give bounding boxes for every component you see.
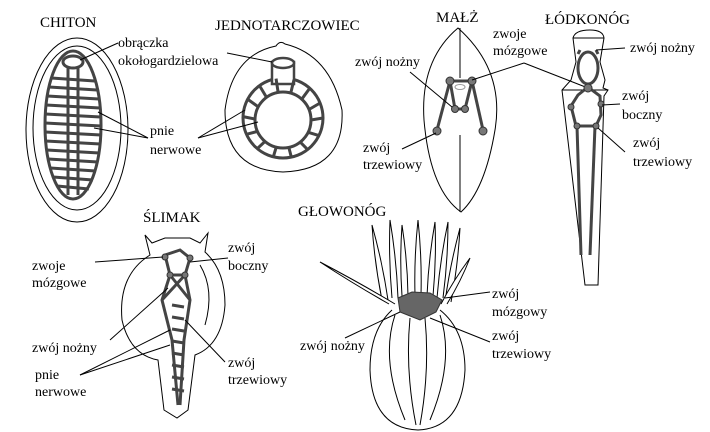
label-slimak-pedal: zwój nożny	[32, 341, 97, 356]
nerve-connective	[50, 166, 96, 173]
label-slimak-pleural: zwój	[228, 241, 255, 256]
nerve-connective	[47, 94, 99, 101]
tentacle	[414, 219, 422, 296]
label-glowonog-cerebral: mózgowy	[492, 305, 547, 320]
label-glowonog-visceral: zwój	[492, 329, 519, 344]
label-slimak-cerebral: zwoje	[32, 259, 65, 274]
nerve-connective	[44, 121, 102, 128]
nerve-connective	[307, 130, 320, 137]
label-glowonog-visceral: trzewiowy	[492, 347, 551, 362]
jednotarczowiec-figure	[197, 41, 343, 173]
slimak-figure	[79, 231, 229, 419]
label-lodkonog-pleural: zwój	[622, 89, 649, 104]
nerve-connective	[171, 363, 185, 369]
lodkonog-figure	[561, 29, 626, 286]
nerve-connective	[171, 375, 185, 381]
title-jednotarczowiec: JEDNOTARCZOWIEC	[215, 18, 360, 34]
nerve-connective	[45, 130, 101, 137]
label-chiton-trunks: pnie	[150, 124, 174, 139]
label-lodkonog-pleural: boczny	[622, 108, 662, 123]
title-chiton: CHITON	[40, 15, 97, 31]
nerve-connective	[246, 98, 260, 109]
label-lodkonog-visceral: trzewiowy	[633, 155, 692, 170]
label-lodkonog-visceral: zwój	[633, 136, 660, 151]
nerve-connective	[171, 387, 185, 393]
tentacle	[436, 221, 449, 299]
nerve-connective	[171, 303, 185, 309]
nerve-connective	[246, 129, 258, 136]
nerve-connective	[287, 147, 293, 158]
nerve-connective	[258, 84, 268, 99]
nerve-connective	[171, 351, 185, 357]
nerve-connective	[46, 148, 100, 155]
tentacle	[426, 221, 436, 297]
label-slimak-visceral: zwój	[228, 356, 255, 371]
title-malz: MAŁŻ	[436, 10, 479, 26]
tentacle	[400, 224, 409, 297]
nerve-connective	[45, 103, 101, 110]
title-slimak: ŚLIMAK	[143, 209, 201, 226]
nerve-connective	[48, 157, 98, 164]
tentacle	[319, 261, 396, 305]
label-slimak-cerebral: mózgowe	[32, 276, 86, 291]
glowonog-figure	[319, 219, 491, 431]
nerve-connective	[57, 184, 89, 191]
tentacle	[371, 224, 389, 301]
nerve-connective	[274, 78, 280, 93]
nerve-connective	[310, 116, 324, 122]
label-slimak-pleural: boczny	[228, 259, 268, 274]
label-glowonog-cerebral: zwój	[492, 287, 519, 302]
nerve-connective	[271, 146, 278, 158]
label-slimak-visceral: trzewiowy	[228, 373, 287, 388]
chiton-figure	[25, 37, 149, 223]
nerve-connective	[52, 175, 94, 182]
nerve-connective	[256, 140, 267, 150]
nerve-connective	[171, 339, 185, 345]
label-slimak-trunks: pnie	[35, 368, 59, 383]
label-malz-cerebral: zwoje	[493, 27, 526, 42]
label-chiton-ring: obrączka	[118, 36, 169, 51]
title-glowonog: GŁOWONÓG	[298, 203, 386, 220]
label-chiton-ring: okołogardzielowa	[118, 54, 219, 69]
malz-figure	[401, 27, 589, 213]
tentacle	[389, 219, 399, 299]
nerve-connective	[299, 141, 309, 151]
nerve-connective	[45, 139, 101, 146]
nerve-connective	[300, 87, 311, 101]
nerve-connective	[171, 327, 185, 333]
label-malz-cerebral: mózgowe	[493, 44, 547, 59]
tentacle	[440, 257, 471, 305]
label-glowonog-pedal: zwój nożny	[300, 339, 365, 354]
nerve-connective	[242, 115, 256, 121]
label-malz-visceral: zwój	[363, 141, 390, 156]
nerve-connective	[48, 85, 98, 92]
label-malz-visceral: trzewiowy	[363, 158, 422, 173]
label-chiton-trunks: nerwowe	[150, 143, 201, 158]
title-lodkonog: ŁÓDKONÓG	[545, 11, 630, 28]
label-malz-pedal: zwój nożny	[355, 55, 420, 70]
nerve-connective	[289, 79, 296, 94]
nerve-connective	[45, 112, 101, 119]
nerve-connective	[308, 101, 321, 111]
chiton-nerve-ring	[61, 54, 85, 70]
label-lodkonog-pedal: zwój nożny	[630, 41, 695, 56]
nerve-connective	[171, 315, 185, 321]
label-slimak-trunks: nerwowe	[35, 385, 86, 400]
nerve-connective	[51, 76, 95, 83]
